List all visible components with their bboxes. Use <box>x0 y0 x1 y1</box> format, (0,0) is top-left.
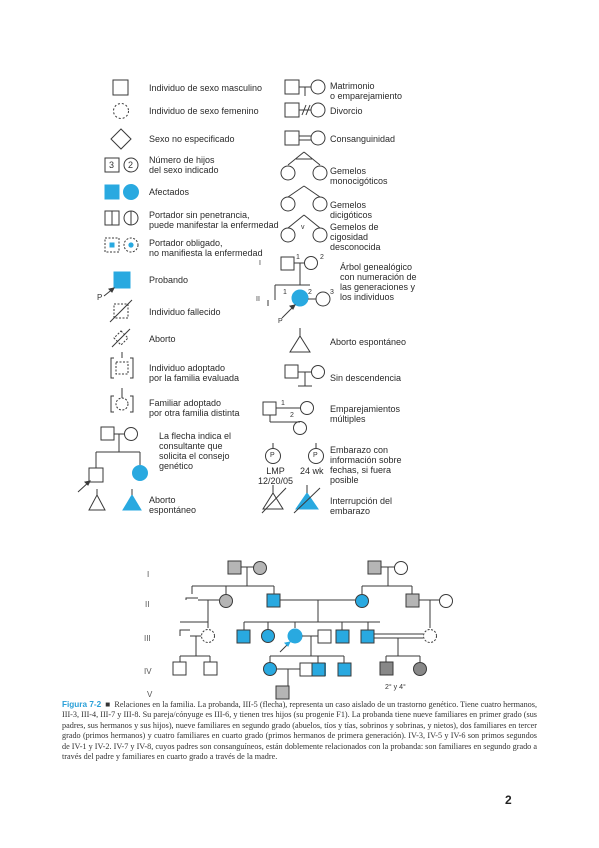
generation-III: III <box>144 634 151 643</box>
pregnancy-p: P <box>270 452 275 459</box>
legend-label: Sexo no especificado <box>149 134 235 144</box>
individual-number: 2 <box>320 254 324 261</box>
pregnancy-date: LMP 12/20/05 <box>258 466 294 486</box>
proband-p-label: P <box>278 318 283 325</box>
mating-number: 1 <box>281 400 285 407</box>
legend-label: La flecha indica el consultante que soli… <box>159 431 232 471</box>
legend-label: Embarazo con información sobre fechas, s… <box>330 445 402 485</box>
adopted-out-symbol <box>115 397 129 411</box>
obligate-female-symbol <box>123 237 139 253</box>
legend-label: Individuo adoptado por la familia evalua… <box>149 363 240 383</box>
legend-label: Matrimonio o emparejamiento <box>330 81 403 101</box>
proband-symbol <box>113 271 131 289</box>
generation-V: V <box>147 690 153 699</box>
figure-number: Figura 7-2 <box>62 700 102 709</box>
legend-label: Individuo de sexo masculino <box>149 83 263 93</box>
page-number: 2 <box>505 793 512 807</box>
legend-label: Emparejamientos múltiples <box>330 404 401 424</box>
figure-caption: Figura 7-2 ■ Relaciones en la familia. L… <box>62 700 537 762</box>
male-symbol <box>112 79 129 96</box>
legend-label: Afectados <box>149 187 190 197</box>
relation-note: 2° y 4° <box>385 684 406 691</box>
caption-text: Relaciones en la familia. La probanda, I… <box>62 700 537 762</box>
individual-number: 2 <box>308 289 312 296</box>
legend-label: Individuo fallecido <box>149 307 221 317</box>
legend-label: Portador obligado, no manifiesta la enfe… <box>149 238 263 258</box>
legend-label: Familiar adoptado por otra familia disti… <box>149 398 240 418</box>
abortion-symbol <box>113 330 129 346</box>
legend-label: Número de hijos del sexo indicado <box>149 155 219 175</box>
legend-label: Gemelos dicigóticos <box>330 200 373 220</box>
deceased-symbol <box>113 303 129 319</box>
twins-unknown-mark: v <box>301 224 305 231</box>
female-symbol <box>113 103 129 119</box>
individual-number: 3 <box>330 289 334 296</box>
pregnancy-weeks: 24 wk <box>300 466 324 476</box>
affected-abortion-symbol <box>122 494 142 511</box>
generation-IV: IV <box>144 667 152 676</box>
legend-label: Aborto espontáneo <box>149 495 197 515</box>
adopted-in-symbol <box>115 361 129 375</box>
legend-label: Gemelos de cigosidad desconocida <box>330 222 381 252</box>
generation-II: II <box>145 600 150 609</box>
legend-label: Divorcio <box>330 106 363 116</box>
spontaneous-abortion-symbol <box>88 493 106 511</box>
individual-number: 1 <box>296 254 300 261</box>
affected-male-symbol <box>104 184 120 200</box>
multiple-female-symbol <box>123 157 139 173</box>
legend-label: Aborto <box>149 334 176 344</box>
individual-number: 1 <box>283 289 287 296</box>
generation-label: I <box>259 260 261 267</box>
legend-label: Aborto espontáneo <box>330 337 407 347</box>
affected-female-symbol <box>123 184 139 200</box>
pregnancy-p: P <box>313 452 318 459</box>
generation-label: II <box>256 296 260 303</box>
count-label: 3 <box>109 160 115 170</box>
legend-label: Interrupción del embarazo <box>330 496 393 516</box>
multiple-male-symbol <box>104 157 120 173</box>
proband-p-label: P <box>97 293 103 302</box>
obligate-male-symbol <box>104 237 120 253</box>
legend-label: Sin descendencia <box>330 373 402 383</box>
legend-label: Consanguinidad <box>330 134 396 144</box>
legend-label: Gemelos monocigóticos <box>330 166 388 186</box>
legend-label: Individuo de sexo femenino <box>149 106 259 116</box>
unknown-sex-symbol <box>110 128 132 150</box>
legend-label: Probando <box>149 275 189 285</box>
caption-square: ■ <box>103 700 113 709</box>
legend-label: Árbol genealógico con numeración de las … <box>340 262 417 302</box>
mating-number: 2 <box>290 412 294 419</box>
count-label: 2 <box>128 160 134 170</box>
legend-label: Portador sin penetrancia, puede manifest… <box>149 210 279 230</box>
generation-I: I <box>147 570 150 579</box>
